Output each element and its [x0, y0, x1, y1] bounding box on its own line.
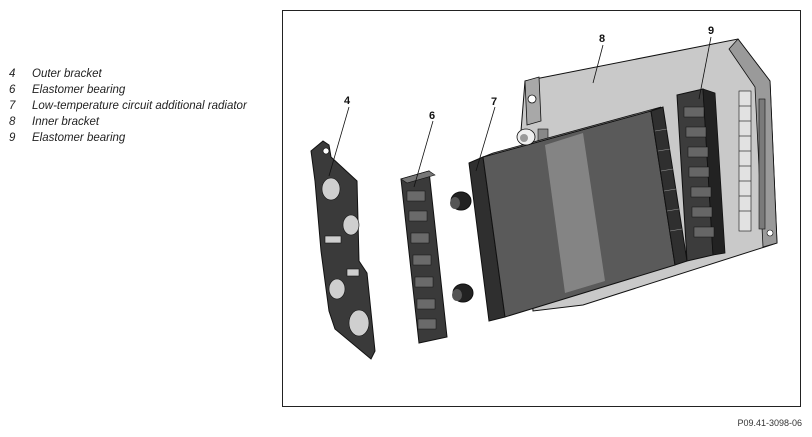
callout-8: 8 — [599, 33, 605, 45]
callout-7: 7 — [491, 96, 497, 108]
legend-number: 8 — [9, 116, 16, 128]
elastomer-bearing-9 — [676, 88, 726, 262]
legend-text: Elastomer bearing — [32, 84, 126, 96]
leader-lines — [328, 36, 712, 188]
callout-4: 4 — [344, 95, 351, 107]
legend-number: 4 — [9, 68, 16, 80]
legend-item-4: 4 Outer bracket — [9, 66, 249, 82]
legend-number: 7 — [9, 100, 16, 112]
legend-item-7: 7 Low-temperature circuit additional rad… — [9, 98, 249, 114]
legend-text: Outer bracket — [32, 68, 102, 80]
legend-text: Low-temperature circuit additional radia… — [32, 100, 247, 112]
legend-number: 6 — [9, 84, 16, 96]
legend-item-6: 6 Elastomer bearing — [9, 82, 249, 98]
callout-9: 9 — [708, 25, 714, 37]
outer-bracket-4 — [310, 140, 376, 360]
radiator-7 — [450, 106, 688, 322]
figure-id: P09.41-3098-06 — [737, 418, 802, 428]
legend-item-9: 9 Elastomer bearing — [9, 130, 249, 146]
elastomer-bearing-6 — [400, 170, 448, 344]
legend-item-8: 8 Inner bracket — [9, 114, 249, 130]
legend-number: 9 — [9, 132, 16, 144]
legend-text: Elastomer bearing — [32, 132, 126, 144]
callout-6: 6 — [429, 110, 435, 122]
legend-text: Inner bracket — [32, 116, 100, 128]
exploded-view-diagram: 4 6 7 8 9 — [310, 25, 778, 360]
legend: 4 Outer bracket 6 Elastomer bearing 7 Lo… — [9, 66, 249, 146]
diagram-frame: 4 6 7 8 9 — [282, 10, 801, 407]
